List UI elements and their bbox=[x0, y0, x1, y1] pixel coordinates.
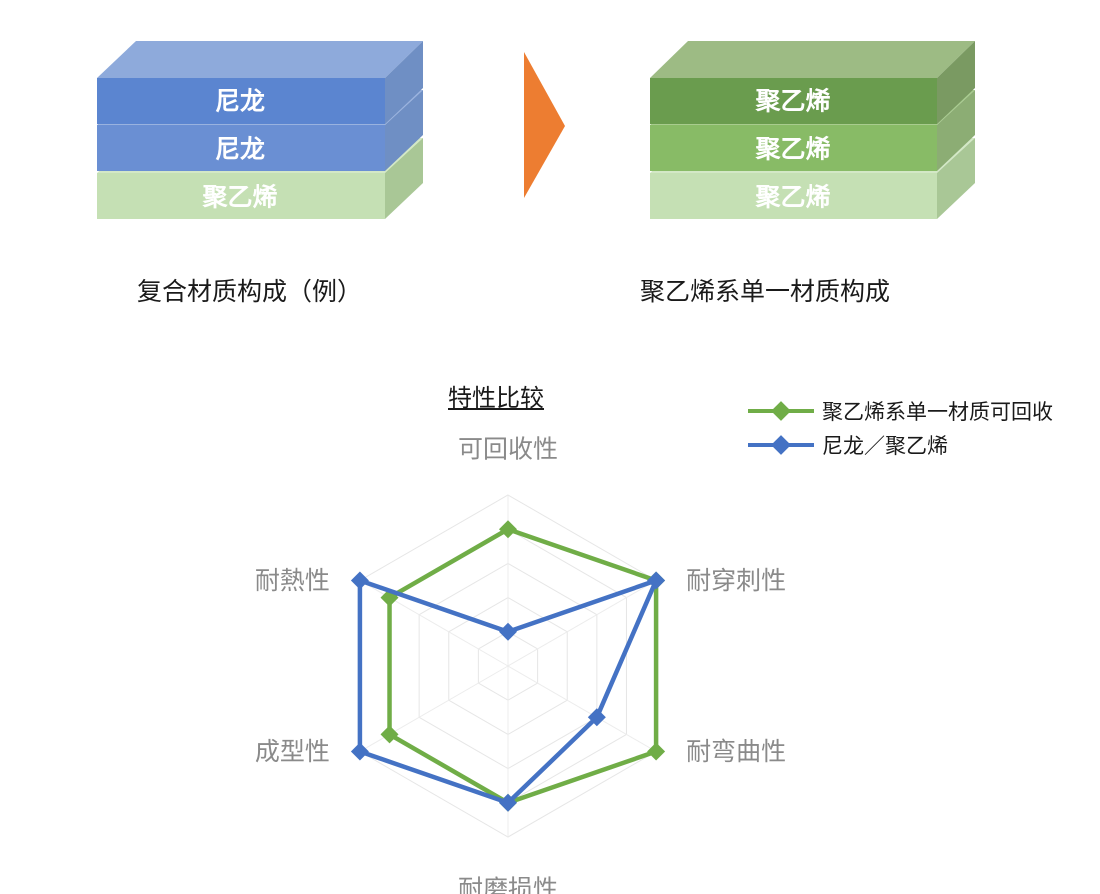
radar-axis-label: 成型性 bbox=[255, 737, 330, 766]
radar-axis-label: 耐弯曲性 bbox=[686, 737, 786, 766]
right-layer-1-top bbox=[650, 41, 975, 78]
left-layer-3-side bbox=[385, 138, 423, 219]
radar-data-point bbox=[380, 725, 399, 744]
left-layer-2-label: 尼龙 bbox=[215, 135, 265, 164]
radar-data-point bbox=[350, 742, 369, 761]
left-stack: 聚乙烯 尼龙 尼龙 bbox=[97, 41, 423, 219]
left-layer-1-label: 尼龙 bbox=[215, 87, 265, 116]
radar-axis-label: 耐磨损性 bbox=[458, 875, 558, 894]
radar-axis-label: 耐熱性 bbox=[255, 566, 330, 595]
left-layer-3-label: 聚乙烯 bbox=[201, 183, 277, 212]
left-layer-1: 尼龙 bbox=[97, 41, 423, 124]
radar-data-point bbox=[647, 742, 666, 761]
radar-data-point bbox=[350, 571, 369, 590]
left-layer-1-front bbox=[97, 78, 385, 124]
radar-grid bbox=[359, 494, 657, 838]
radar-axis-label: 耐穿刺性 bbox=[686, 566, 786, 595]
radar-data-point bbox=[647, 571, 666, 590]
radar-series-line bbox=[387, 526, 659, 806]
left-layer-2-side bbox=[385, 90, 423, 171]
radar-axis-line bbox=[507, 580, 657, 667]
right-layer-1-side bbox=[937, 41, 975, 124]
legend-item-pe: 聚乙烯系单一材质可回收 bbox=[748, 394, 1053, 428]
legend-swatch-pe bbox=[748, 401, 814, 421]
radar-data-point bbox=[499, 622, 517, 641]
right-layer-3-front bbox=[650, 173, 937, 219]
radar-series bbox=[350, 520, 666, 812]
right-layer-1: 聚乙烯 bbox=[650, 41, 975, 124]
chart-legend: 聚乙烯系单一材质可回收 尼龙／聚乙烯 bbox=[748, 394, 1053, 462]
radar-data-point bbox=[587, 708, 606, 727]
right-layer-2-label: 聚乙烯 bbox=[754, 135, 830, 164]
legend-swatch-nylon bbox=[748, 435, 814, 455]
left-stack-caption: 复合材质构成（例） bbox=[137, 277, 363, 306]
legend-label-nylon: 尼龙／聚乙烯 bbox=[822, 434, 948, 458]
arrow-right-icon bbox=[524, 52, 565, 198]
diamond-marker-icon bbox=[771, 435, 791, 455]
radar-series-2 bbox=[350, 571, 666, 812]
right-layer-2-front bbox=[650, 125, 937, 171]
left-layer-1-top bbox=[97, 41, 423, 78]
left-layer-3-front bbox=[97, 173, 385, 219]
left-layer-2-front bbox=[97, 125, 385, 171]
diamond-marker-icon bbox=[771, 401, 791, 421]
chart-title: 特性比较 bbox=[448, 384, 544, 412]
right-layer-2-side bbox=[937, 90, 975, 171]
right-layer-3-label: 聚乙烯 bbox=[754, 183, 830, 212]
left-layer-1-side bbox=[385, 41, 423, 124]
legend-label-pe: 聚乙烯系单一材质可回收 bbox=[822, 400, 1053, 424]
right-stack-caption: 聚乙烯系单一材质构成 bbox=[640, 277, 891, 306]
radar-series-1 bbox=[380, 520, 666, 812]
right-layer-1-label: 聚乙烯 bbox=[754, 87, 830, 116]
right-layer-3-side bbox=[937, 138, 975, 219]
radar-axis-line bbox=[507, 665, 657, 752]
radar-axis-label: 可回收性 bbox=[458, 435, 558, 464]
radar-data-point bbox=[499, 520, 517, 539]
right-stack: 聚乙烯 聚乙烯 聚乙烯 bbox=[650, 41, 975, 219]
legend-item-nylon: 尼龙／聚乙烯 bbox=[748, 428, 1053, 462]
radar-data-point bbox=[499, 793, 517, 812]
right-layer-1-front bbox=[650, 78, 937, 124]
radar-axis-line bbox=[359, 665, 509, 752]
